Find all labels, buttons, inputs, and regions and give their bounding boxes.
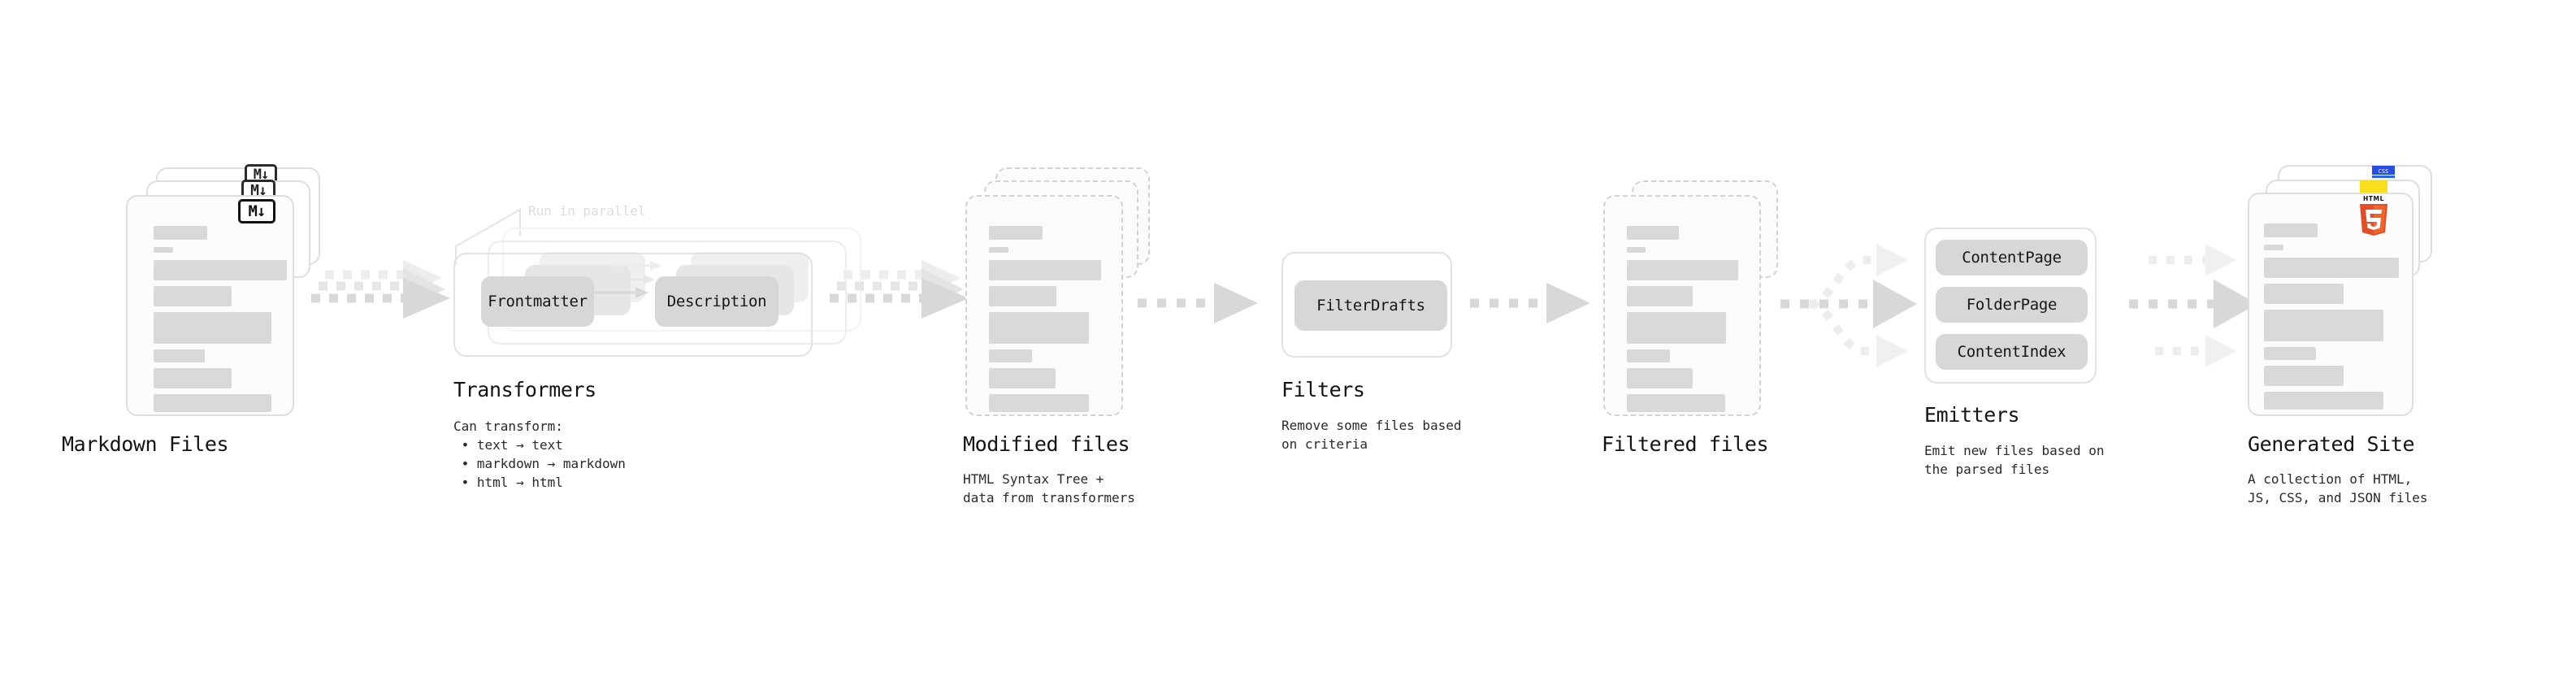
markdown-icon: M↓ xyxy=(238,199,275,223)
emitters-description: Emit new files based on the parsed files xyxy=(1924,441,2105,479)
run-in-parallel-annotation: Run in parallel xyxy=(528,203,646,219)
placeholder-bar xyxy=(2264,245,2283,250)
transformer-inner-arrow-ghost xyxy=(605,275,655,284)
svg-text:HTML: HTML xyxy=(2363,195,2384,202)
filters-description-text: Remove some files based on criteria xyxy=(1281,418,1462,452)
placeholder-bar xyxy=(989,368,1056,388)
placeholder-bar xyxy=(1627,286,1693,306)
placeholder-bar xyxy=(989,349,1032,362)
placeholder-bar xyxy=(2264,258,2399,278)
connector-filtered-to-emitters xyxy=(1780,244,1917,367)
stage-title-markdown-files: Markdown Files xyxy=(62,432,229,456)
placeholder-bar xyxy=(154,260,287,280)
placeholder-bar xyxy=(2264,223,2318,237)
stage-title-transformers: Transformers xyxy=(453,378,596,401)
emitter-node-contentindex[interactable]: ContentIndex xyxy=(1936,334,2088,370)
html5-icon: HTML xyxy=(2360,195,2387,236)
placeholder-bar xyxy=(2264,366,2344,386)
stage-title-filters: Filters xyxy=(1281,378,1365,401)
connector-modified-to-filters xyxy=(1138,283,1258,323)
placeholder-bar xyxy=(1627,260,1738,280)
site-card-front xyxy=(2248,193,2413,416)
transformer-node-frontmatter[interactable]: Frontmatter xyxy=(481,276,594,327)
stage-title-generated-site: Generated Site xyxy=(2248,432,2415,456)
placeholder-bar xyxy=(989,260,1101,280)
transformer-inner-arrow xyxy=(592,287,648,298)
placeholder-bar xyxy=(1627,226,1679,240)
placeholder-bar xyxy=(154,226,207,240)
emitter-group: ContentPage FolderPage ContentIndex xyxy=(1924,228,2097,384)
markdown-card-front xyxy=(126,195,294,416)
css3-icon: CSS xyxy=(2372,166,2395,178)
generated-site-description: A collection of HTML, JS, CSS, and JSON … xyxy=(2248,470,2428,507)
transformer-group-front: Frontmatter Description xyxy=(453,253,813,357)
placeholder-bar xyxy=(154,394,271,412)
transformers-description-text: Can transform: • text → text • markdown … xyxy=(453,419,626,490)
filters-description: Remove some files based on criteria xyxy=(1281,416,1462,453)
modified-card-front xyxy=(965,195,1123,416)
transformer-inner-arrow-ghost xyxy=(611,261,661,271)
placeholder-bar xyxy=(989,286,1056,306)
placeholder-bar xyxy=(154,368,232,388)
placeholder-bar xyxy=(1627,349,1670,362)
transformer-node-description[interactable]: Description xyxy=(655,276,778,327)
placeholder-bar xyxy=(154,247,173,253)
placeholder-bar xyxy=(154,312,271,344)
emitters-description-text: Emit new files based on the parsed files xyxy=(1924,443,2105,477)
stage-title-filtered-files: Filtered files xyxy=(1602,432,1769,456)
connector-emitters-to-site xyxy=(2129,244,2257,367)
placeholder-bar xyxy=(989,312,1089,344)
svg-text:CSS: CSS xyxy=(2379,168,2389,175)
placeholder-bar xyxy=(1627,394,1725,412)
filter-node-filterdrafts[interactable]: FilterDrafts xyxy=(1295,280,1447,331)
placeholder-bar xyxy=(2264,347,2316,360)
modified-files-description-text: HTML Syntax Tree + data from transformer… xyxy=(963,471,1135,505)
emitter-node-contentpage[interactable]: ContentPage xyxy=(1936,240,2088,275)
placeholder-bar xyxy=(154,286,232,306)
placeholder-bar xyxy=(989,394,1089,412)
emitter-node-folderpage[interactable]: FolderPage xyxy=(1936,287,2088,323)
connector-md-to-transformers xyxy=(311,260,450,319)
modified-files-description: HTML Syntax Tree + data from transformer… xyxy=(963,470,1135,507)
placeholder-bar xyxy=(154,349,205,362)
connector-filters-to-filtered xyxy=(1470,283,1590,323)
stage-title-modified-files: Modified files xyxy=(963,432,1130,456)
placeholder-bar xyxy=(2264,284,2344,304)
placeholder-bar xyxy=(1627,312,1726,344)
stage-title-emitters: Emitters xyxy=(1924,403,2020,427)
transformers-description: Can transform: • text → text • markdown … xyxy=(453,417,626,492)
placeholder-bar xyxy=(1627,368,1693,388)
generated-site-description-text: A collection of HTML, JS, CSS, and JSON … xyxy=(2248,471,2428,505)
filter-group: FilterDrafts xyxy=(1281,252,1452,358)
filtered-card-front xyxy=(1603,195,1761,416)
placeholder-bar xyxy=(1627,247,1646,253)
placeholder-bar xyxy=(989,226,1043,240)
placeholder-bar xyxy=(2264,310,2383,341)
placeholder-bar xyxy=(989,247,1008,253)
connector-transformers-to-modified xyxy=(830,260,969,319)
placeholder-bar xyxy=(2264,392,2383,410)
run-in-parallel-leader xyxy=(455,208,521,265)
